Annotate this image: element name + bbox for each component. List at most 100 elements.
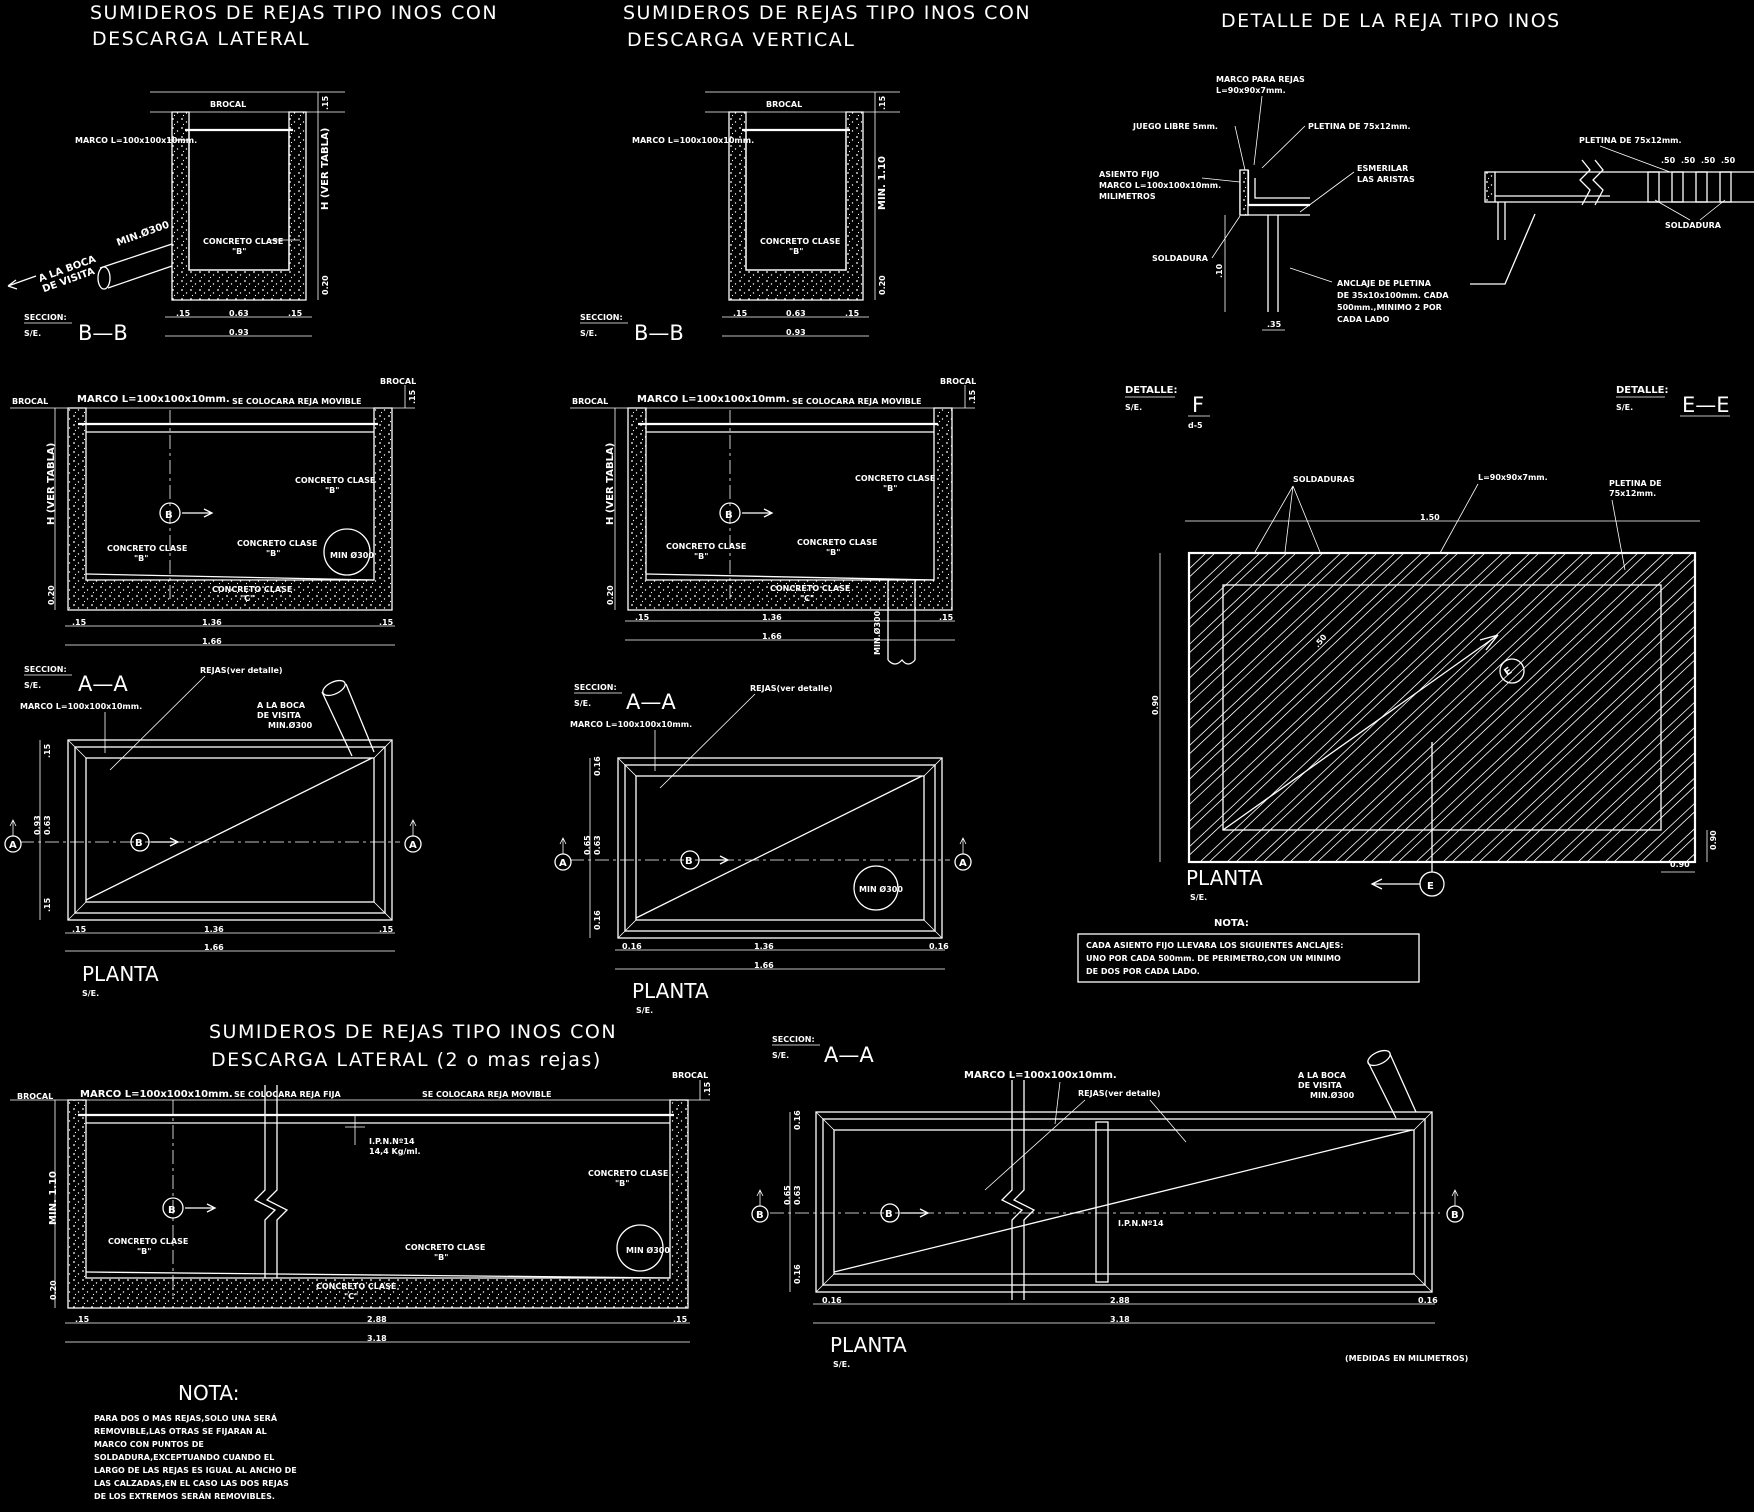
svg-text:.15: .15 bbox=[379, 618, 394, 627]
plan-multi: SECCION: S/E. A—A I.P.N.Nº14 B B B A LA … bbox=[751, 1035, 1468, 1369]
grating-bar bbox=[1189, 553, 1486, 831]
svg-text:S/E.: S/E. bbox=[1125, 403, 1142, 412]
svg-text:"B": "B" bbox=[883, 484, 897, 493]
svg-text:SECCION:: SECCION: bbox=[772, 1035, 815, 1044]
grating-bar bbox=[1226, 553, 1558, 862]
svg-text:"B": "B" bbox=[789, 247, 803, 256]
svg-text:B: B bbox=[725, 510, 733, 521]
grating-bar bbox=[1604, 777, 1695, 862]
svg-text:CONCRETO CLASE: CONCRETO CLASE bbox=[588, 1169, 668, 1178]
svg-text:B: B bbox=[1451, 1210, 1459, 1221]
svg-text:A: A bbox=[409, 840, 417, 851]
grating-bar bbox=[1496, 676, 1695, 862]
svg-text:A LA BOCA: A LA BOCA bbox=[257, 701, 306, 710]
svg-text:.15: .15 bbox=[733, 309, 748, 318]
svg-text:"C": "C" bbox=[800, 594, 814, 603]
svg-text:MARCO L=100x100x10mm.: MARCO L=100x100x10mm. bbox=[570, 720, 692, 729]
svg-text:NOTA:: NOTA: bbox=[178, 1381, 239, 1405]
svg-text:DESCARGA LATERAL: DESCARGA LATERAL bbox=[92, 28, 310, 50]
grating-bar bbox=[1316, 553, 1648, 862]
svg-text:B—B: B—B bbox=[634, 321, 684, 345]
section-multi: B I.P.N.Nº14 14,4 Kg/ml. BROCAL MARCO L=… bbox=[10, 1071, 712, 1501]
svg-text:H (VER TABLA): H (VER TABLA) bbox=[605, 443, 616, 525]
svg-text:PLETINA DE 75x12mm.: PLETINA DE 75x12mm. bbox=[1308, 122, 1411, 131]
svg-text:SE COLOCARA REJA FIJA: SE COLOCARA REJA FIJA bbox=[234, 1090, 341, 1099]
svg-text:75x12mm.: 75x12mm. bbox=[1609, 489, 1656, 498]
svg-text:0.20: 0.20 bbox=[47, 585, 56, 605]
svg-text:I.P.N.Nº14: I.P.N.Nº14 bbox=[369, 1137, 415, 1146]
svg-text:SOLDADURA: SOLDADURA bbox=[1665, 221, 1722, 230]
grating-bar bbox=[1189, 553, 1477, 823]
grating-bar bbox=[1613, 785, 1695, 862]
svg-text:1.36: 1.36 bbox=[754, 942, 774, 951]
svg-text:MIN. 1.10: MIN. 1.10 bbox=[877, 156, 888, 210]
brocal-label: BROCAL bbox=[210, 100, 246, 109]
grating-bar bbox=[1199, 553, 1531, 862]
svg-text:.15: .15 bbox=[939, 613, 954, 622]
svg-text:"C": "C" bbox=[240, 594, 254, 603]
svg-text:SECCION:: SECCION: bbox=[574, 683, 617, 692]
svg-text:0.93: 0.93 bbox=[229, 328, 249, 337]
svg-text:SECCION:: SECCION: bbox=[24, 665, 67, 674]
svg-text:SUMIDEROS DE REJAS TIPO IN: SUMIDEROS DE REJAS TIPO INOS CON bbox=[209, 1021, 617, 1043]
svg-text:A: A bbox=[959, 858, 967, 869]
svg-text:REJAS(ver detalle): REJAS(ver detalle) bbox=[1078, 1089, 1161, 1098]
svg-text:A—A: A—A bbox=[824, 1043, 874, 1067]
svg-text:"B": "B" bbox=[232, 247, 246, 256]
plan-lateral: B A A A LA BOCA DE VISITA MIN.Ø300 REJAS… bbox=[4, 666, 422, 998]
section-aa-lateral: B BROCAL MARCO L=100x100x10mm. SE COLOCA… bbox=[10, 377, 417, 696]
grating-bar bbox=[1189, 553, 1432, 781]
svg-text:SE COLOCARA REJA MOVIBLE: SE COLOCARA REJA MOVIBLE bbox=[422, 1090, 551, 1099]
svg-text:"B": "B" bbox=[694, 552, 708, 561]
grating-bar bbox=[1478, 659, 1695, 862]
svg-text:DE VISITA: DE VISITA bbox=[1298, 1081, 1343, 1090]
svg-text:BROCAL: BROCAL bbox=[672, 1071, 708, 1080]
svg-text:0.63: 0.63 bbox=[786, 309, 806, 318]
grating-bar bbox=[1189, 553, 1459, 806]
grating-bar bbox=[1189, 553, 1369, 722]
svg-text:.50: .50 bbox=[1313, 632, 1329, 649]
detail-ee-section: PLETINA DE 75x12mm. .50 .50 .50 .50 SOLD… bbox=[1470, 136, 1754, 417]
svg-text:0.65: 0.65 bbox=[783, 1185, 792, 1205]
svg-text:CADA LADO: CADA LADO bbox=[1337, 315, 1390, 324]
svg-text:3.18: 3.18 bbox=[1110, 1315, 1130, 1324]
svg-text:S/E.: S/E. bbox=[574, 699, 591, 708]
svg-text:0.93: 0.93 bbox=[786, 328, 806, 337]
svg-text:BROCAL: BROCAL bbox=[12, 397, 48, 406]
grating-bar bbox=[1189, 553, 1288, 646]
svg-text:"B": "B" bbox=[434, 1253, 448, 1262]
svg-text:UNO POR CADA 500mm. DE PERIMET: UNO POR CADA 500mm. DE PERIMETRO,CON UN … bbox=[1086, 954, 1341, 963]
grating-bar bbox=[1469, 650, 1695, 862]
svg-text:MIN Ø300: MIN Ø300 bbox=[626, 1245, 670, 1255]
grating-bar bbox=[1189, 553, 1261, 621]
svg-text:ASIENTO FIJO: ASIENTO FIJO bbox=[1099, 170, 1160, 179]
title-multi: SUMIDEROS DE REJAS TIPO INOS CON DESCARG… bbox=[209, 1021, 617, 1071]
svg-text:A—A: A—A bbox=[78, 672, 128, 696]
grating-bar bbox=[1189, 553, 1423, 772]
grating-bar bbox=[1253, 553, 1585, 862]
svg-text:CADA ASIENTO FIJO LLEVARA LOS: CADA ASIENTO FIJO LLEVARA LOS SIGUIENTES… bbox=[1086, 941, 1343, 950]
svg-text:.15: .15 bbox=[43, 743, 52, 758]
svg-text:CONCRETO CLASE: CONCRETO CLASE bbox=[203, 237, 283, 246]
svg-text:14,4 Kg/ml.: 14,4 Kg/ml. bbox=[369, 1147, 421, 1156]
svg-text:"B": "B" bbox=[266, 549, 280, 558]
grating-bar bbox=[1343, 553, 1675, 862]
grating-plan: E .50 E 1.50 0.90 0.90 0.90 SOLDADURAS L… bbox=[1077, 473, 1718, 983]
section-bb-lateral: BROCAL MARCO L=100x100x10mm. CONCRETO CL… bbox=[7, 91, 345, 345]
grating-bar bbox=[1532, 709, 1695, 862]
grating-bar bbox=[1189, 553, 1351, 705]
grating-bar bbox=[1189, 553, 1243, 604]
svg-text:d-5: d-5 bbox=[1188, 421, 1203, 430]
grating-bar bbox=[1189, 553, 1513, 856]
svg-text:.50: .50 bbox=[1701, 156, 1716, 165]
svg-text:0.63: 0.63 bbox=[43, 815, 52, 835]
grating-bar bbox=[1685, 853, 1695, 862]
svg-text:0.90: 0.90 bbox=[1670, 860, 1690, 869]
svg-text:CONCRETO CLASE: CONCRETO CLASE bbox=[797, 538, 877, 547]
svg-text:MIN.Ø300: MIN.Ø300 bbox=[872, 610, 882, 655]
svg-text:MARCO L=100x100x10mm.: MARCO L=100x100x10mm. bbox=[80, 1089, 233, 1100]
grating-bar bbox=[1189, 553, 1342, 696]
svg-text:LAS ARISTAS: LAS ARISTAS bbox=[1357, 175, 1415, 184]
svg-text:0.20: 0.20 bbox=[606, 585, 615, 605]
svg-text:.15: .15 bbox=[72, 618, 87, 627]
